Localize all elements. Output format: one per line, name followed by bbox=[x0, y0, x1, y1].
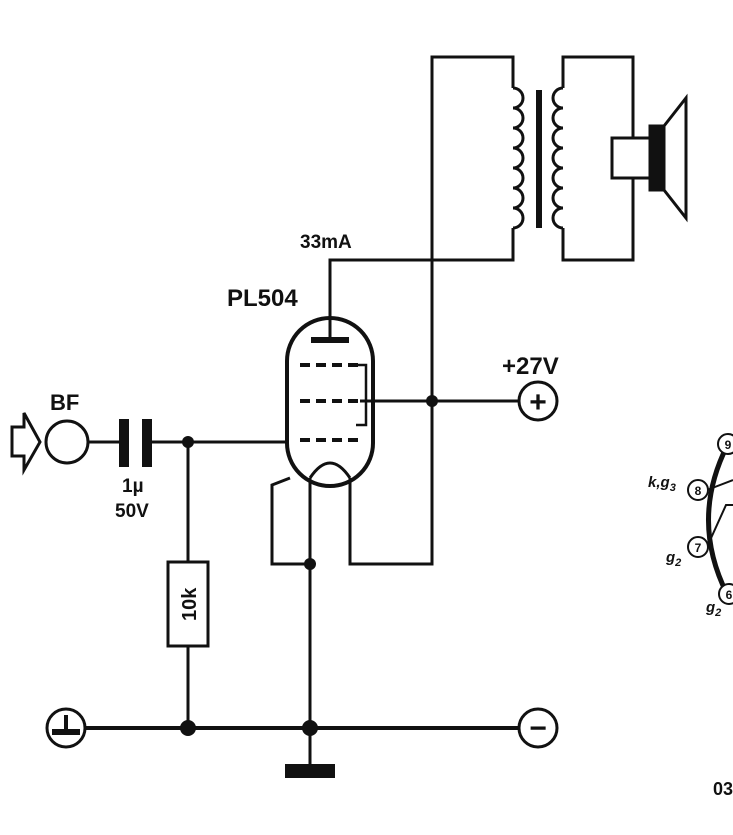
minus-terminal: − bbox=[517, 707, 559, 749]
ground-rail bbox=[66, 726, 518, 778]
figure-reference-code: 03 bbox=[713, 779, 733, 799]
loudspeaker-icon bbox=[610, 93, 688, 223]
svg-text:9: 9 bbox=[725, 438, 732, 452]
anode-current-label: 33mA bbox=[300, 232, 352, 253]
pin-6: 6 bbox=[718, 583, 733, 605]
pin-7: 7 bbox=[687, 536, 709, 558]
coupling-capacitor bbox=[88, 419, 287, 467]
pin-g2-label-upper: g2 bbox=[665, 549, 681, 569]
svg-text:7: 7 bbox=[695, 541, 702, 555]
output-transformer bbox=[328, 55, 635, 400]
pin-g2-label-lower: g2 bbox=[705, 599, 721, 619]
junction-dots bbox=[180, 395, 438, 736]
ground-terminal-icon bbox=[45, 707, 87, 749]
pin-kg3-label: k,g3 bbox=[648, 474, 676, 494]
input-arrow-icon bbox=[10, 412, 42, 476]
supply-voltage-label: +27V bbox=[502, 353, 559, 380]
svg-text:8: 8 bbox=[695, 484, 702, 498]
tube-pinout: 9 8 7 6 k,g3 g2 g2 bbox=[648, 433, 733, 619]
capacitor-value-label: 1µ bbox=[122, 476, 144, 497]
input-label: BF bbox=[50, 390, 79, 415]
tube-type-label: PL504 bbox=[227, 285, 298, 312]
svg-text:6: 6 bbox=[726, 588, 733, 602]
plus-terminal: + bbox=[517, 380, 559, 422]
svg-text:−: − bbox=[529, 712, 547, 745]
svg-text:+: + bbox=[529, 386, 547, 419]
pin-8: 8 bbox=[687, 479, 709, 501]
capacitor-voltage-label: 50V bbox=[115, 501, 149, 522]
pl504-tube bbox=[270, 316, 434, 728]
grid-resistor bbox=[166, 442, 210, 728]
input-jack bbox=[44, 419, 90, 465]
resistor-value-label: 10k bbox=[179, 587, 201, 621]
pin-9: 9 bbox=[717, 433, 733, 455]
